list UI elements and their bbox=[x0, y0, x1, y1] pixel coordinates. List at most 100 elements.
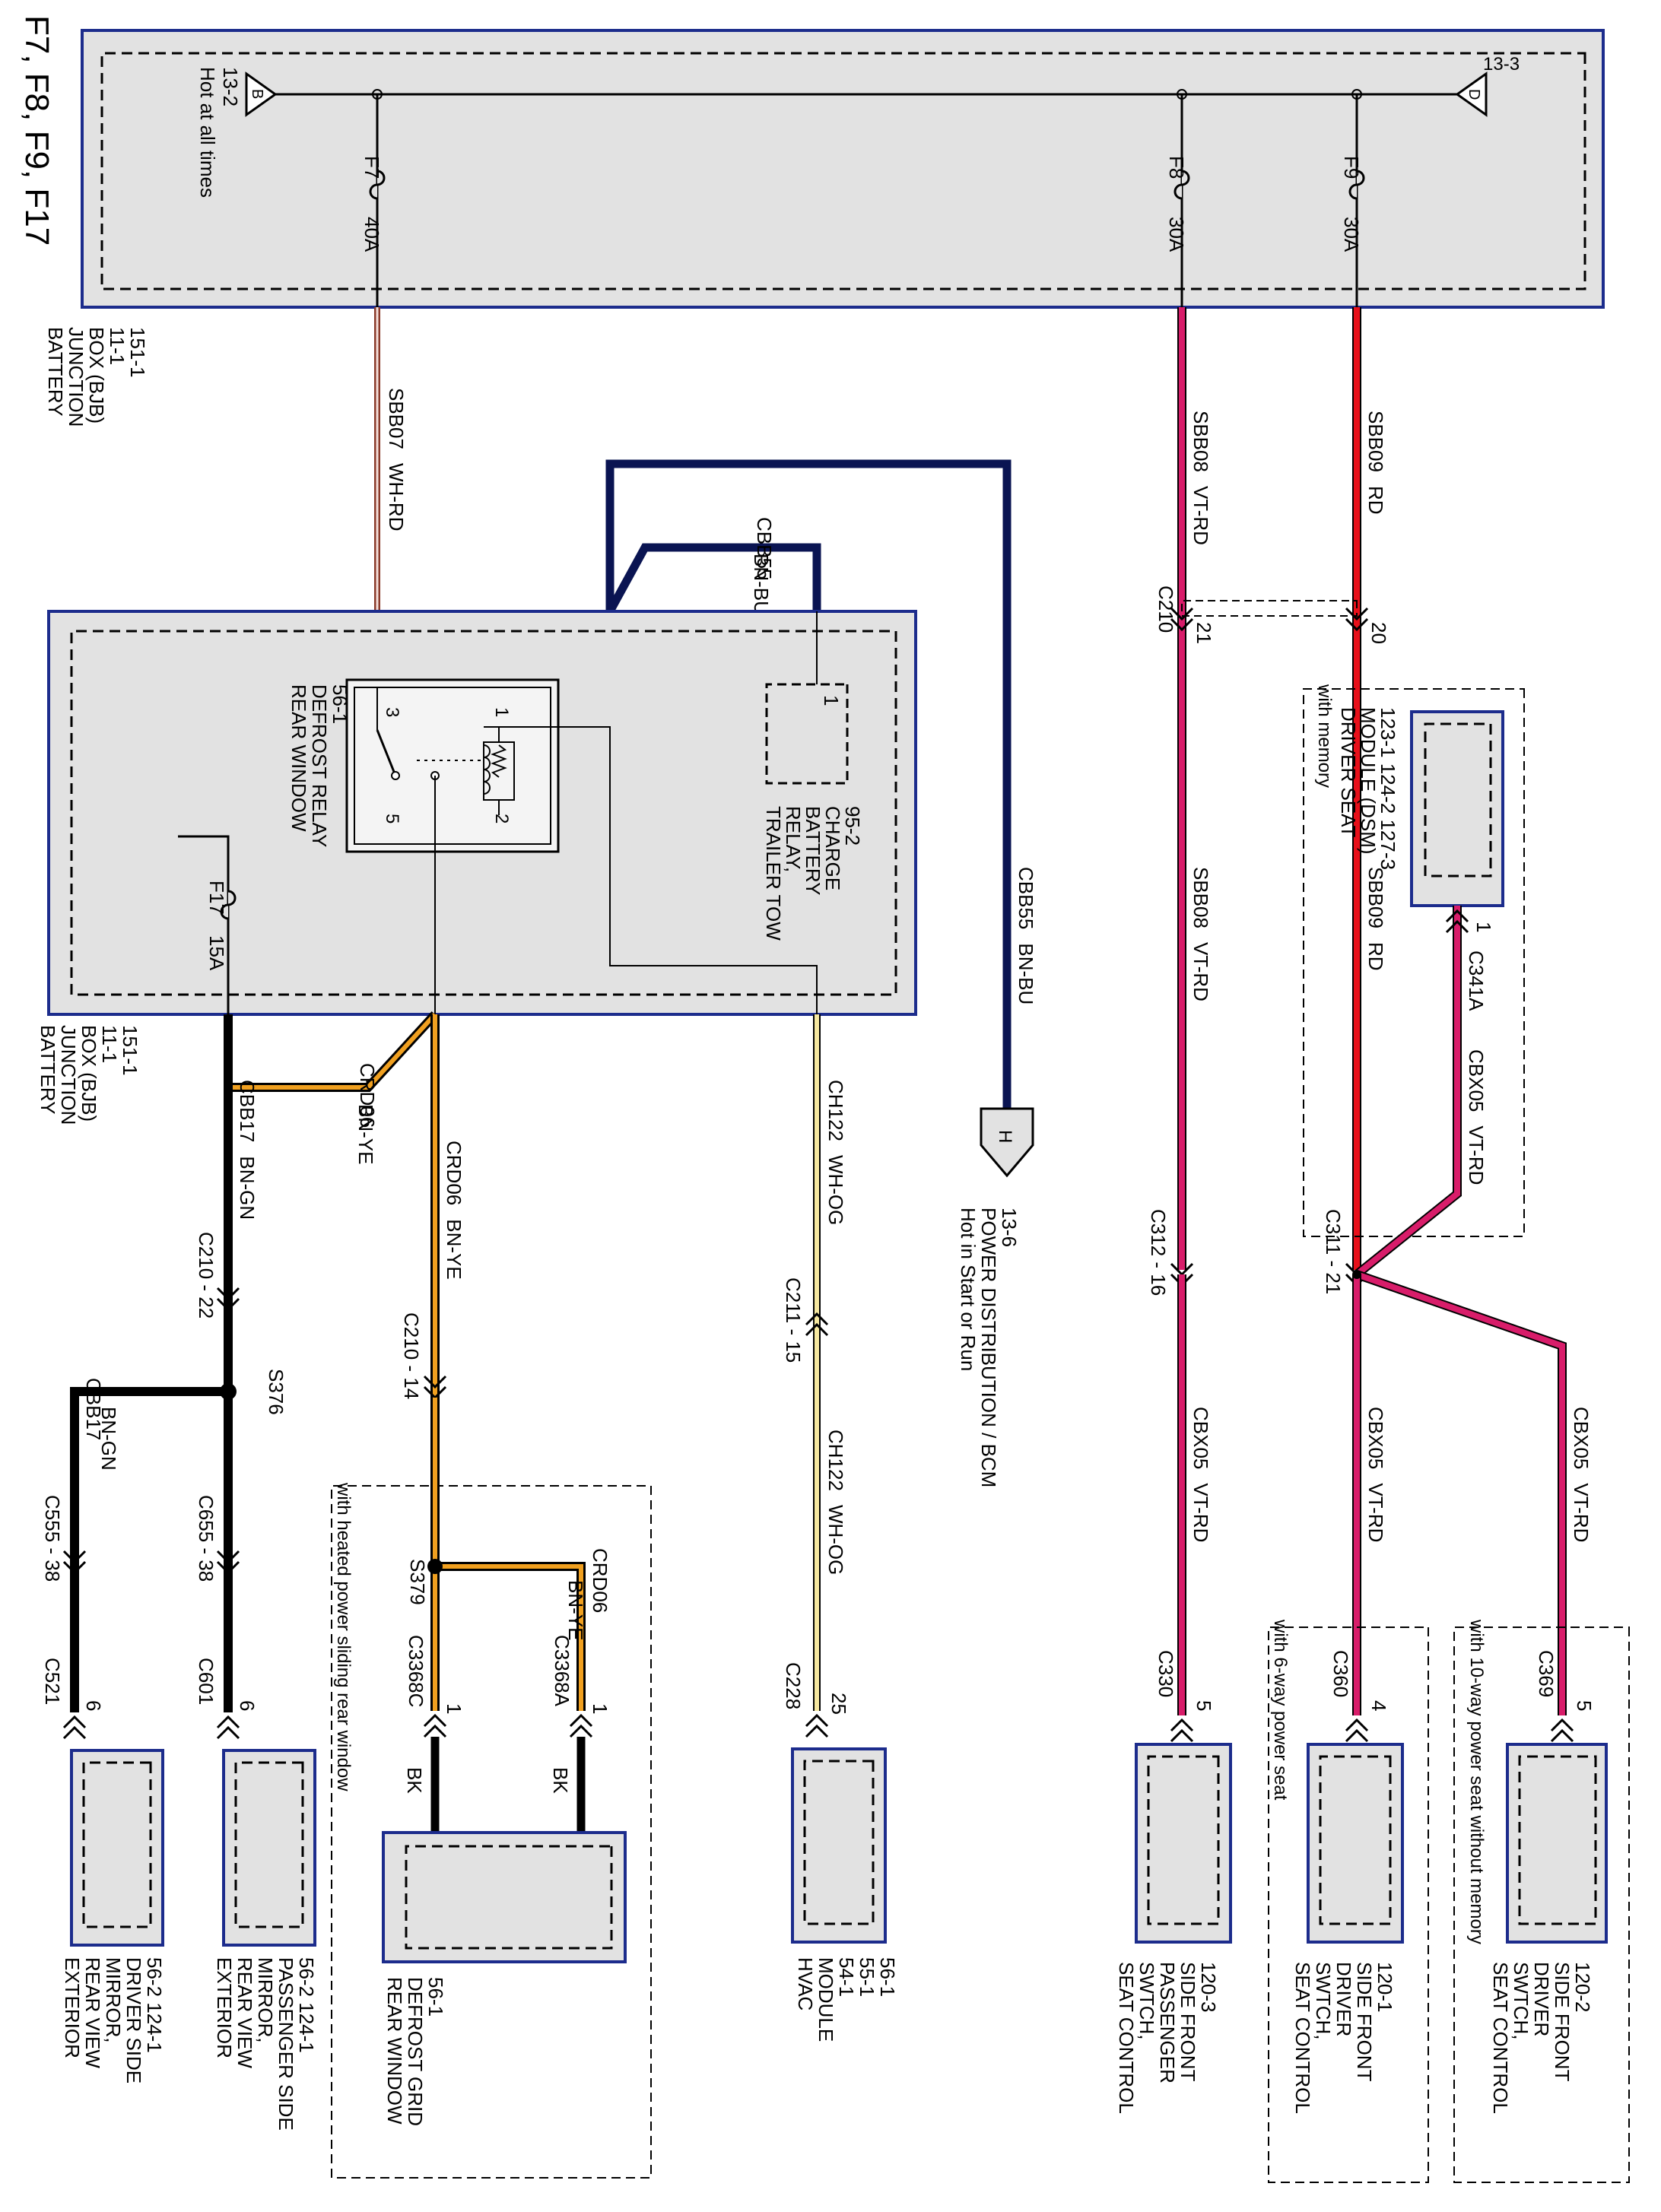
rear-window-defrost-grid-label: REAR WINDOW DEFROST GRID 56-1 bbox=[383, 1977, 447, 2131]
option-box-6-way bbox=[1268, 1626, 1429, 2183]
page-title: F7, F8, F9, F17 bbox=[18, 15, 56, 246]
hvac-module-label-line: HVAC bbox=[794, 1957, 817, 2010]
rear-window-defrost-relay-label-line: 56-1 bbox=[329, 684, 351, 724]
connector-c521 bbox=[62, 1715, 87, 1740]
bjb-mid-label-line: 11-1 bbox=[98, 1025, 121, 1063]
bjb-mid-label-line: 151-1 bbox=[119, 1025, 141, 1076]
connector-h-power-distribution bbox=[980, 1107, 1034, 1178]
bjb-mid-label-line: JUNCTION bbox=[57, 1025, 80, 1125]
wire-ch122-label-2: CH122WH-OG bbox=[824, 1430, 847, 1575]
wire-cbb17-label: CBB17BN-GN bbox=[236, 1080, 259, 1220]
splice-cbx05 bbox=[1352, 1270, 1361, 1279]
connector-c228-label: C228 bbox=[782, 1662, 805, 1709]
exterior-mirror-driver-label-line: 56-2 124-1 bbox=[143, 1957, 166, 2053]
fuse-f7-rating: 40A bbox=[360, 217, 383, 252]
wire-cbb55-to-h bbox=[605, 459, 1012, 1109]
option-heated-window: with heated power sliding rear window bbox=[333, 1482, 354, 1791]
hvac-module bbox=[791, 1747, 887, 1944]
exterior-mirror-passenger-label-line: REAR VIEW bbox=[233, 1957, 256, 2068]
seat-driver-10way-label-line: 120-2 bbox=[1571, 1962, 1594, 2013]
splice-s376-label: S376 bbox=[265, 1369, 287, 1415]
connector-c369-label: C369 bbox=[1535, 1650, 1558, 1697]
seat-control-switch-driver-10way bbox=[1506, 1743, 1608, 1944]
wire-sbb08-label: SBB08VT-RD bbox=[1189, 411, 1212, 545]
connector-c210-body bbox=[1181, 600, 1358, 617]
connector-c210-pin21-label: 21 bbox=[1193, 622, 1215, 644]
connector-c311-label: C311 - 21 bbox=[1322, 1209, 1345, 1294]
hvac-module-label-line: 55-1 bbox=[856, 1957, 878, 1997]
hot-at-all-times-ref: 13-2 bbox=[219, 67, 242, 106]
connector-c330 bbox=[1170, 1718, 1194, 1743]
exterior-mirror-driver-label-line: REAR VIEW bbox=[81, 1957, 104, 2068]
connector-c228-pin: 25 bbox=[827, 1693, 850, 1715]
wire-relay-coil-to-ch122 bbox=[499, 726, 818, 1014]
wire-crd06-color-right: BN-YE bbox=[354, 1104, 377, 1164]
wire-cbb17-branch-label: CBB17 bbox=[82, 1378, 105, 1440]
power-distribution-label: Hot in Start or Run POWER DISTRIBUTION /… bbox=[957, 1208, 1021, 1493]
wire-cbx05-to-c369 bbox=[1355, 1270, 1567, 1715]
wire-c341a bbox=[1354, 906, 1462, 1278]
option-box-10-way bbox=[1453, 1626, 1630, 2183]
exterior-mirror-passenger-label-line: EXTERIOR bbox=[213, 1957, 236, 2058]
connector-c211 bbox=[805, 1312, 829, 1337]
trailer-tow-relay-label-line: TRAILER TOW bbox=[762, 806, 785, 941]
connector-c3368a-label: C3368A bbox=[551, 1635, 573, 1707]
rear-window-defrost-grid-label-line: DEFROST GRID bbox=[404, 1977, 427, 2126]
seat-driver-10way-label: SEAT CONTROL SWTCH, DRIVER SIDE FRONT 12… bbox=[1489, 1962, 1594, 2118]
connector-c655-label: C655 - 38 bbox=[195, 1495, 218, 1582]
wire-crd06-grid-color: BN-YE bbox=[564, 1580, 587, 1640]
connector-c210-pin20-label: 20 bbox=[1367, 622, 1390, 644]
wire-cbx05-label-c360: CBX05VT-RD bbox=[1364, 1407, 1387, 1542]
seat-passenger-label-line: SEAT CONTROL bbox=[1115, 1962, 1138, 2113]
bus-connector-b bbox=[245, 71, 278, 117]
fuse-f17-label: F17 bbox=[205, 881, 228, 915]
hvac-module-label-line: 54-1 bbox=[835, 1957, 858, 1997]
power-distribution-label-line: Hot in Start or Run bbox=[957, 1208, 980, 1371]
bus-connector-d-ref: 13-3 bbox=[1483, 54, 1520, 75]
seat-passenger-label-line: SWTCH, bbox=[1135, 1962, 1158, 2040]
connector-c210-22 bbox=[216, 1287, 240, 1312]
wire-bk-label-1: BK bbox=[403, 1767, 426, 1794]
wire-cbx05-label-c369: CBX05VT-RD bbox=[1570, 1407, 1593, 1542]
exterior-mirror-driver-label-line: MIRROR, bbox=[102, 1957, 125, 2043]
connector-c521-pin: 6 bbox=[82, 1700, 105, 1711]
trailer-tow-relay-label-line: BATTERY bbox=[802, 806, 824, 895]
connector-c330-pin: 5 bbox=[1193, 1700, 1215, 1711]
connector-c210-pin21 bbox=[1170, 607, 1194, 632]
wire-sbb09-label-2: SBB09RD bbox=[1364, 867, 1387, 971]
trailer-tow-relay-label-line: CHARGE bbox=[821, 806, 844, 890]
bjb-fuse-box-top bbox=[81, 29, 1605, 309]
exterior-mirror-passenger-label-line: MIRROR, bbox=[254, 1957, 277, 2043]
seat-driver-6way-label-line: SWTCH, bbox=[1312, 1962, 1335, 2040]
connector-c330-label: C330 bbox=[1154, 1650, 1177, 1697]
connector-c312-label: C312 - 16 bbox=[1147, 1209, 1170, 1296]
rear-window-defrost-grid-label-line: 56-1 bbox=[424, 1977, 447, 2017]
connector-c360-label: C360 bbox=[1329, 1650, 1352, 1697]
connector-c210-label: C210 bbox=[1154, 586, 1177, 633]
seat-driver-10way-label-line: SEAT CONTROL bbox=[1489, 1962, 1512, 2113]
connector-c521-label: C521 bbox=[41, 1658, 64, 1705]
wire-f17-path bbox=[178, 835, 230, 1014]
connector-c369 bbox=[1550, 1718, 1574, 1743]
bus-connector-d bbox=[1455, 71, 1488, 117]
splice-s379-label: S379 bbox=[406, 1559, 429, 1605]
seat-driver-6way-label: SEAT CONTROL SWTCH, DRIVER SIDE FRONT 12… bbox=[1291, 1962, 1396, 2118]
relay-pin-5: 5 bbox=[382, 814, 402, 824]
bus-connector-d-letter: D bbox=[1466, 89, 1482, 100]
bjb-mid-label: BATTERY JUNCTION BOX (BJB) 11-1 151-1 bbox=[37, 1025, 141, 1131]
seat-control-switch-driver-6way bbox=[1307, 1743, 1404, 1944]
trailer-tow-relay-label-line: 95-2 bbox=[841, 806, 864, 846]
wire-cbx05-label-c330: CBX05VT-RD bbox=[1189, 1407, 1212, 1542]
exterior-mirror-passenger-label-line: PASSENGER SIDE bbox=[275, 1957, 297, 2131]
driver-seat-module-label-line: MODULE (DSM) bbox=[1357, 707, 1380, 855]
seat-driver-10way-label-line: SWTCH, bbox=[1510, 1962, 1532, 2040]
connector-c369-pin: 5 bbox=[1573, 1700, 1596, 1711]
wire-c341a-circuit: CBX05VT-RD bbox=[1465, 1049, 1488, 1185]
wire-bk-grid bbox=[430, 1737, 586, 1833]
bjb-mid-label-line: BOX (BJB) bbox=[78, 1025, 100, 1122]
connector-c341a-pin: 1 bbox=[1472, 922, 1495, 932]
seat-driver-10way-label-line: SIDE FRONT bbox=[1551, 1962, 1574, 2082]
hvac-module-label-line: MODULE bbox=[815, 1957, 837, 2042]
seat-passenger-label-line: SIDE FRONT bbox=[1177, 1962, 1199, 2082]
